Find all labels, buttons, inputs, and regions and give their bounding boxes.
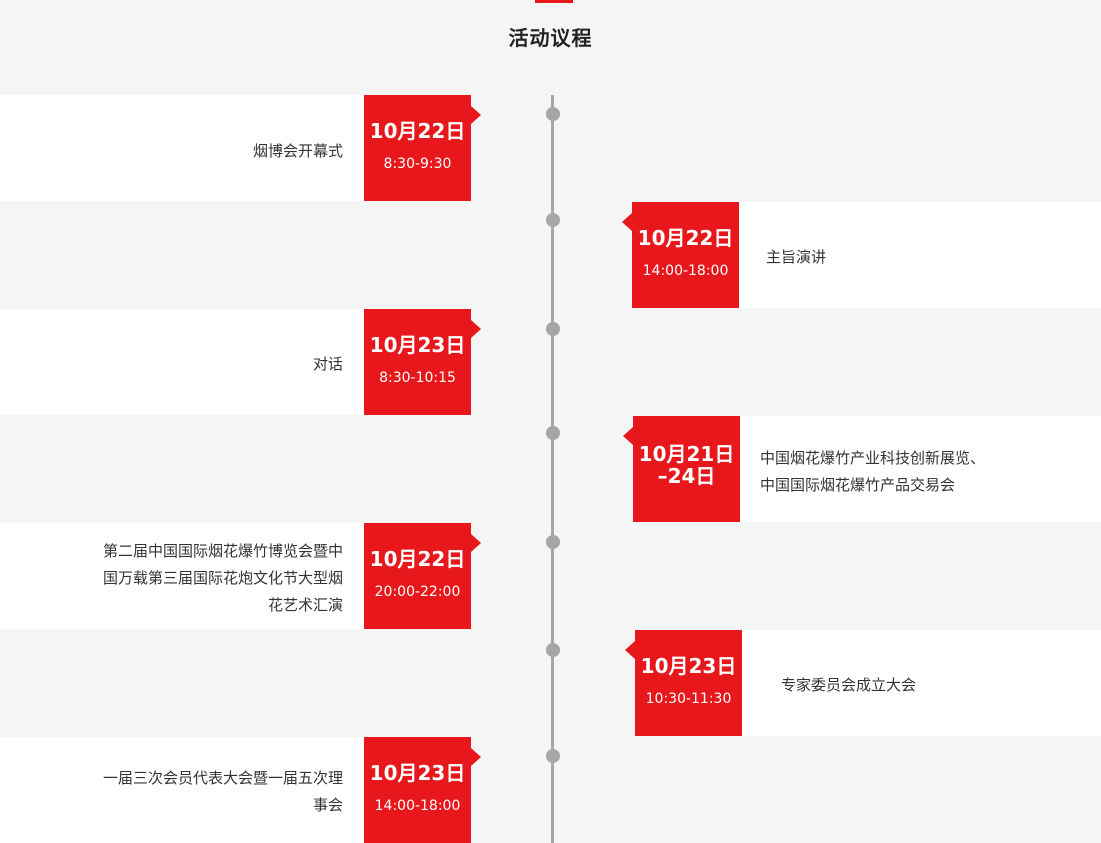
event-title-line: 对话: [312, 355, 343, 373]
event-panel: 第二届中国国际烟花爆竹博览会暨中 国万载第三届国际花炮文化节大型烟 花艺术汇演: [0, 523, 364, 629]
event-panel: 一届三次会员代表大会暨一届五次理 事会: [0, 737, 364, 843]
event-date: 10月22日: [369, 547, 466, 571]
timeline-dot: [546, 426, 560, 440]
event-panel: 主旨演讲: [739, 202, 1101, 308]
page-title: 活动议程: [508, 26, 593, 50]
event-time: 10:30-11:30: [645, 691, 732, 707]
pointer-arrow: [471, 106, 481, 124]
timeline-dot: [546, 107, 560, 121]
event-title-line: 国万载第三届国际花炮文化节大型烟: [102, 569, 343, 587]
event-title: 烟博会开幕式: [253, 138, 343, 165]
pointer-arrow: [625, 641, 635, 659]
event-title: 一届三次会员代表大会暨一届五次理 事会: [103, 765, 343, 819]
agenda-item-7: 一届三次会员代表大会暨一届五次理 事会 10月23日 14:00-18:00: [0, 737, 1101, 843]
event-date: 10月22日: [637, 226, 734, 250]
pointer-arrow: [623, 427, 633, 445]
date-badge: 10月23日 14:00-18:00: [364, 737, 481, 843]
event-date-start: 10月21日: [638, 442, 735, 466]
agenda-item-5: 第二届中国国际烟花爆竹博览会暨中 国万载第三届国际花炮文化节大型烟 花艺术汇演 …: [0, 523, 1101, 630]
event-title: 专家委员会成立大会: [781, 672, 916, 699]
title-accent-bar: [535, 0, 573, 3]
event-title: 对话: [313, 351, 343, 378]
pointer-arrow: [471, 748, 481, 766]
event-time: 20:00-22:00: [374, 584, 461, 600]
event-date-end: –24日: [657, 464, 716, 488]
pointer-arrow: [471, 534, 481, 552]
event-title: 第二届中国国际烟花爆竹博览会暨中 国万载第三届国际花炮文化节大型烟 花艺术汇演: [103, 538, 343, 619]
timeline-dot: [546, 643, 560, 657]
event-panel: 专家委员会成立大会: [742, 630, 1101, 736]
event-title: 中国烟花爆竹产业科技创新展览、 中国国际烟花爆竹产品交易会: [760, 445, 985, 499]
event-title-line: 一届三次会员代表大会暨一届五次理: [102, 769, 343, 787]
event-title-line: 第二届中国国际烟花爆竹博览会暨中: [102, 542, 343, 560]
event-panel: 对话: [0, 309, 364, 415]
event-date: 10月21日 –24日: [633, 443, 740, 487]
timeline-dot: [546, 749, 560, 763]
agenda-item-1: 烟博会开幕式 10月22日 8:30-9:30: [0, 95, 1101, 202]
date-badge: 10月22日 8:30-9:30: [364, 95, 481, 201]
event-panel: 烟博会开幕式: [0, 95, 364, 201]
event-date: 10月23日: [640, 654, 737, 678]
timeline-dot: [546, 213, 560, 227]
pointer-arrow: [622, 213, 632, 231]
date-badge: 10月22日 20:00-22:00: [364, 523, 481, 629]
agenda-item-4: 10月21日 –24日 中国烟花爆竹产业科技创新展览、 中国国际烟花爆竹产品交易…: [0, 416, 1101, 523]
event-time: 8:30-10:15: [379, 370, 456, 386]
date-badge: 10月23日 10:30-11:30: [625, 630, 742, 736]
event-title: 主旨演讲: [766, 244, 826, 271]
event-title-line: 中国国际烟花爆竹产品交易会: [760, 476, 956, 494]
event-title-line: 专家委员会成立大会: [781, 676, 917, 694]
timeline-dot: [546, 535, 560, 549]
event-date: 10月23日: [369, 333, 466, 357]
agenda-item-6: 10月23日 10:30-11:30 专家委员会成立大会: [0, 630, 1101, 737]
event-title-line: 主旨演讲: [766, 248, 827, 266]
timeline-line: [551, 95, 554, 843]
timeline-dot: [546, 322, 560, 336]
date-badge: 10月22日 14:00-18:00: [622, 202, 739, 308]
event-date: 10月23日: [369, 761, 466, 785]
event-title-line: 中国烟花爆竹产业科技创新展览、: [760, 449, 986, 467]
agenda-item-2: 10月22日 14:00-18:00 主旨演讲: [0, 202, 1101, 309]
event-title-line: 花艺术汇演: [267, 596, 343, 614]
event-time: 8:30-9:30: [383, 156, 452, 172]
event-panel: 中国烟花爆竹产业科技创新展览、 中国国际烟花爆竹产品交易会: [740, 416, 1101, 522]
event-title-line: 事会: [312, 796, 343, 814]
event-time: 14:00-18:00: [642, 263, 729, 279]
date-badge: 10月21日 –24日: [623, 416, 740, 522]
date-badge: 10月23日 8:30-10:15: [364, 309, 481, 415]
event-date: 10月22日: [369, 119, 466, 143]
pointer-arrow: [471, 320, 481, 338]
event-title-line: 烟博会开幕式: [252, 142, 343, 160]
agenda-item-3: 对话 10月23日 8:30-10:15: [0, 309, 1101, 416]
event-time: 14:00-18:00: [374, 798, 461, 814]
